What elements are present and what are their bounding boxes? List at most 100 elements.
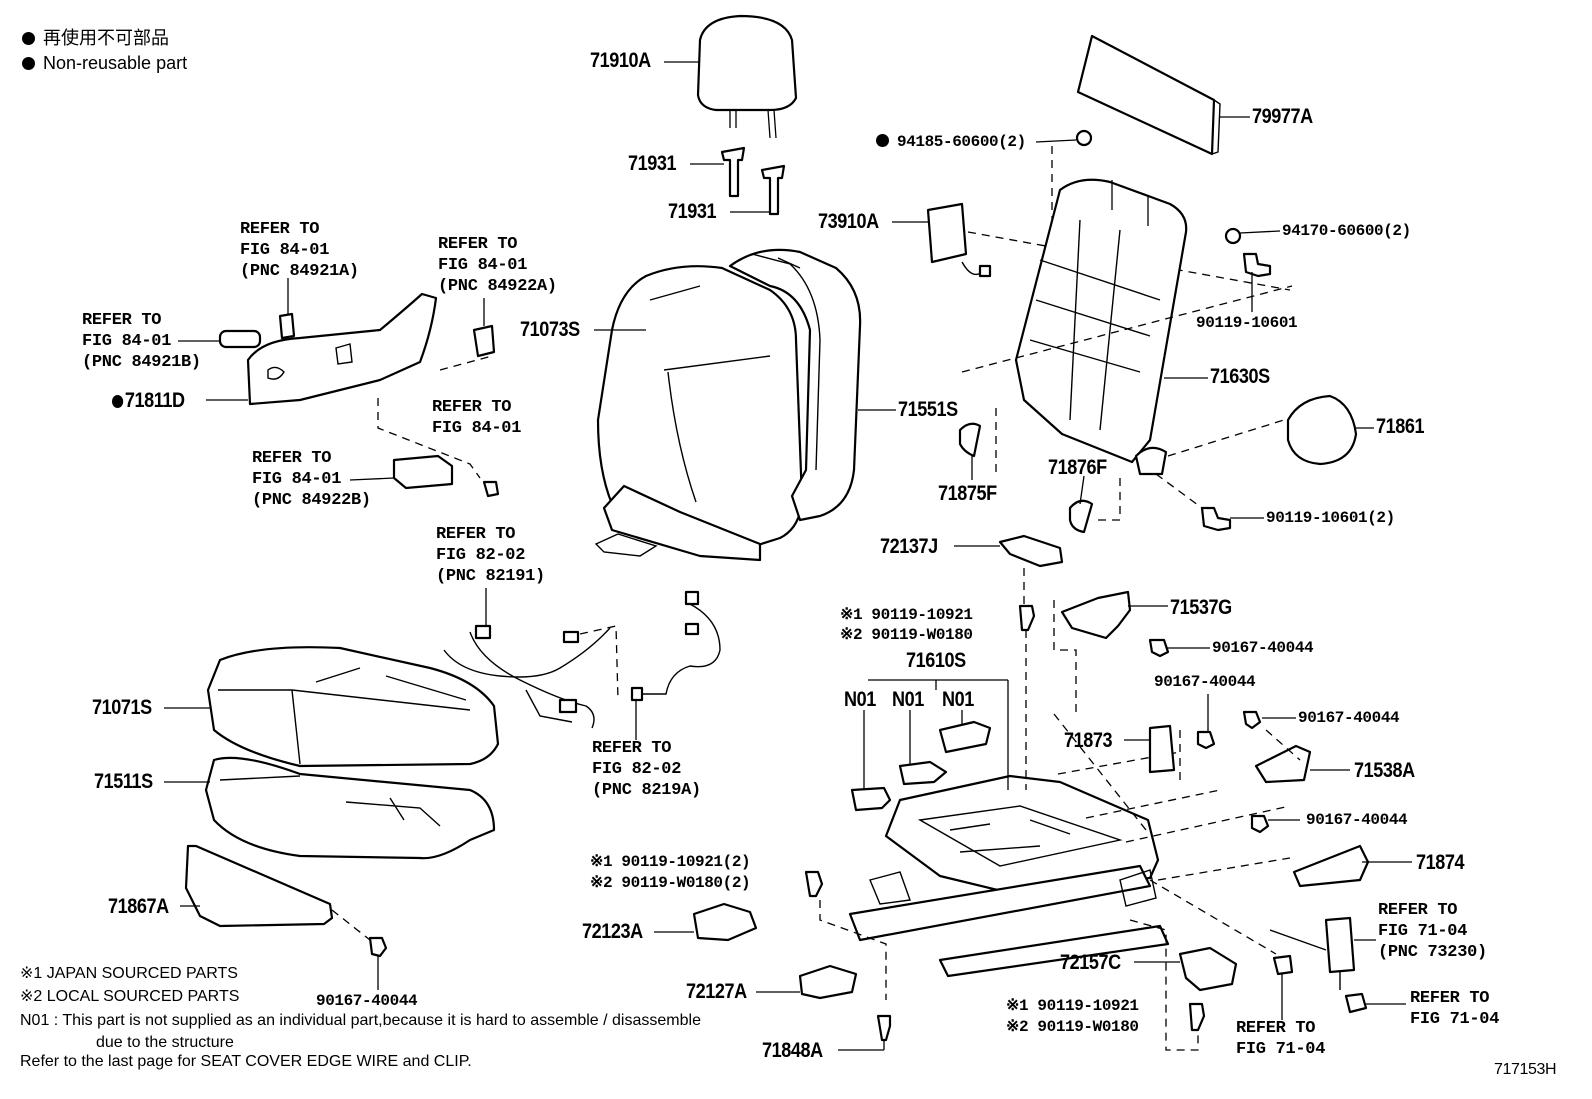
part-number: 94185-60600(2) xyxy=(897,133,1026,151)
part-label[interactable]: N01 xyxy=(844,688,876,711)
part-label[interactable]: 71511S xyxy=(94,770,153,793)
part-label-non-reusable[interactable]: 71811D xyxy=(112,390,185,412)
refer-line: (PNC 84921B) xyxy=(82,353,201,372)
part-label-non-reusable[interactable]: 94185-60600(2) xyxy=(876,132,1026,152)
part-label[interactable]: 71931 xyxy=(668,200,717,223)
part-label[interactable]: 71071S xyxy=(92,696,152,719)
seatback-pad-drawing xyxy=(728,248,896,522)
part-label[interactable]: 73910A xyxy=(818,210,879,233)
cover-72137j-drawing xyxy=(998,534,1064,568)
bolt-label-local[interactable]: ※2 90119-W0180 xyxy=(1006,1018,1139,1036)
part-label[interactable]: N01 xyxy=(892,688,924,711)
cushion-pad-drawing xyxy=(164,756,496,860)
part-label[interactable]: 90119-10601 xyxy=(1196,314,1298,332)
part-label[interactable]: 71876F xyxy=(1048,456,1107,479)
refer-line: FIG 84-01 xyxy=(240,241,330,260)
refer-line: REFER TO xyxy=(592,739,672,758)
part-label[interactable]: 90167-40044 xyxy=(1298,709,1400,727)
part-label[interactable]: 90167-40044 xyxy=(1212,639,1314,657)
motor-n01-b xyxy=(898,760,948,786)
part-label[interactable]: 71538A xyxy=(1354,759,1415,782)
bolt-label-japan[interactable]: ※1 90119-10921 xyxy=(1006,997,1139,1015)
part-label[interactable]: 71875F xyxy=(938,482,997,505)
part-label[interactable]: 71537G xyxy=(1170,596,1232,619)
motor-n01-c xyxy=(938,720,992,754)
bolt-label-japan[interactable]: ※1 90119-10921(2) xyxy=(590,853,751,871)
part-label[interactable]: 71848A xyxy=(762,1039,823,1062)
legend-jp-text: 再使用不可部品 xyxy=(43,28,169,48)
figure-id: 717153H xyxy=(1494,1061,1557,1078)
part-label[interactable]: 79977A xyxy=(1252,105,1313,128)
refer-line: FIG 84-01 xyxy=(252,470,342,489)
note-n01-cont: due to the structure xyxy=(96,1034,234,1051)
refer-line: REFER TO xyxy=(240,220,320,239)
bolt-label-local[interactable]: ※2 90119-W0180 xyxy=(840,626,973,644)
part-label[interactable]: 71610S xyxy=(906,649,966,672)
refer-line: (PNC 84921A) xyxy=(240,262,359,281)
wire-harness-drawing xyxy=(443,588,619,729)
part-label[interactable]: 71867A xyxy=(108,895,169,918)
part-label[interactable]: 90119-10601(2) xyxy=(1266,509,1395,527)
bolt-label-japan[interactable]: ※1 90119-10921 xyxy=(840,606,973,624)
cover-71876f-drawing xyxy=(1068,499,1094,534)
legend-en: Non-reusable part xyxy=(22,52,187,74)
refer-line: REFER TO xyxy=(1236,1019,1316,1038)
note-n01: N01 : This part is not supplied as an in… xyxy=(20,1012,701,1029)
note-edge-wire: Refer to the last page for SEAT COVER ED… xyxy=(20,1053,472,1070)
part-label[interactable]: 72137J xyxy=(880,535,938,558)
refer-line: (PNC 84922B) xyxy=(252,491,371,510)
refer-line: REFER TO xyxy=(252,449,332,468)
refer-block-84921a[interactable]: REFER TO FIG 84-01 (PNC 84921A) xyxy=(240,219,359,282)
part-label[interactable]: 71630S xyxy=(1210,365,1270,388)
part-label[interactable]: 71861 xyxy=(1376,415,1425,438)
bolt-label-local[interactable]: ※2 90119-W0180(2) xyxy=(590,874,751,892)
refer-block-84922b[interactable]: REFER TO FIG 84-01 (PNC 84922B) xyxy=(252,448,371,511)
clip-94185-drawing xyxy=(1075,129,1093,147)
part-label[interactable]: 90167-40044 xyxy=(316,992,418,1010)
part-label[interactable]: 71873 xyxy=(1064,729,1113,752)
part-label[interactable]: 94170-60600(2) xyxy=(1282,222,1411,240)
cover-71875f-drawing xyxy=(958,422,982,458)
part-label[interactable]: 72127A xyxy=(686,980,747,1003)
refer-line: REFER TO xyxy=(1378,901,1458,920)
bolt-71848a-drawing xyxy=(876,1014,892,1042)
part-label[interactable]: 90167-40044 xyxy=(1154,673,1256,691)
part-label[interactable]: 72123A xyxy=(582,920,643,943)
seatback-cover-drawing xyxy=(594,265,804,562)
refer-block-7104a[interactable]: REFER TO FIG 71-04 xyxy=(1410,988,1499,1030)
part-label[interactable]: 72157C xyxy=(1060,951,1121,974)
part-number: 71811D xyxy=(124,389,185,412)
cushion-cover-drawing xyxy=(164,646,500,768)
part-label[interactable]: 90167-40044 xyxy=(1306,811,1408,829)
bracket-71537g-drawing xyxy=(1060,590,1132,640)
part-label[interactable]: 71874 xyxy=(1416,851,1465,874)
refer-line: FIG 82-02 xyxy=(436,546,526,565)
refer-line: REFER TO xyxy=(1410,989,1490,1008)
refer-line: (PNC 8219A) xyxy=(592,781,701,800)
legend-jp: 再使用不可部品 xyxy=(22,27,169,49)
refer-line: REFER TO xyxy=(436,525,516,544)
cover-71861-drawing xyxy=(1167,394,1374,466)
part-label[interactable]: 71931 xyxy=(628,152,677,175)
part-label[interactable]: 71551S xyxy=(898,398,958,421)
part-label[interactable]: N01 xyxy=(942,688,974,711)
part-label[interactable]: 71073S xyxy=(520,318,580,341)
refer-line: FIG 84-01 xyxy=(438,256,528,275)
part-label[interactable]: 71910A xyxy=(590,49,651,72)
bracket-71873-drawing xyxy=(1148,724,1176,774)
seatback-frame-drawing xyxy=(961,178,1293,476)
seat-adjuster-drawing xyxy=(819,600,1291,1051)
headrest-guide-drawings xyxy=(690,146,786,216)
refer-line: FIG 71-04 xyxy=(1410,1010,1500,1029)
cover-72157c-drawing xyxy=(1178,946,1238,992)
refer-line: REFER TO xyxy=(438,235,518,254)
legend-en-text: Non-reusable part xyxy=(43,53,188,73)
